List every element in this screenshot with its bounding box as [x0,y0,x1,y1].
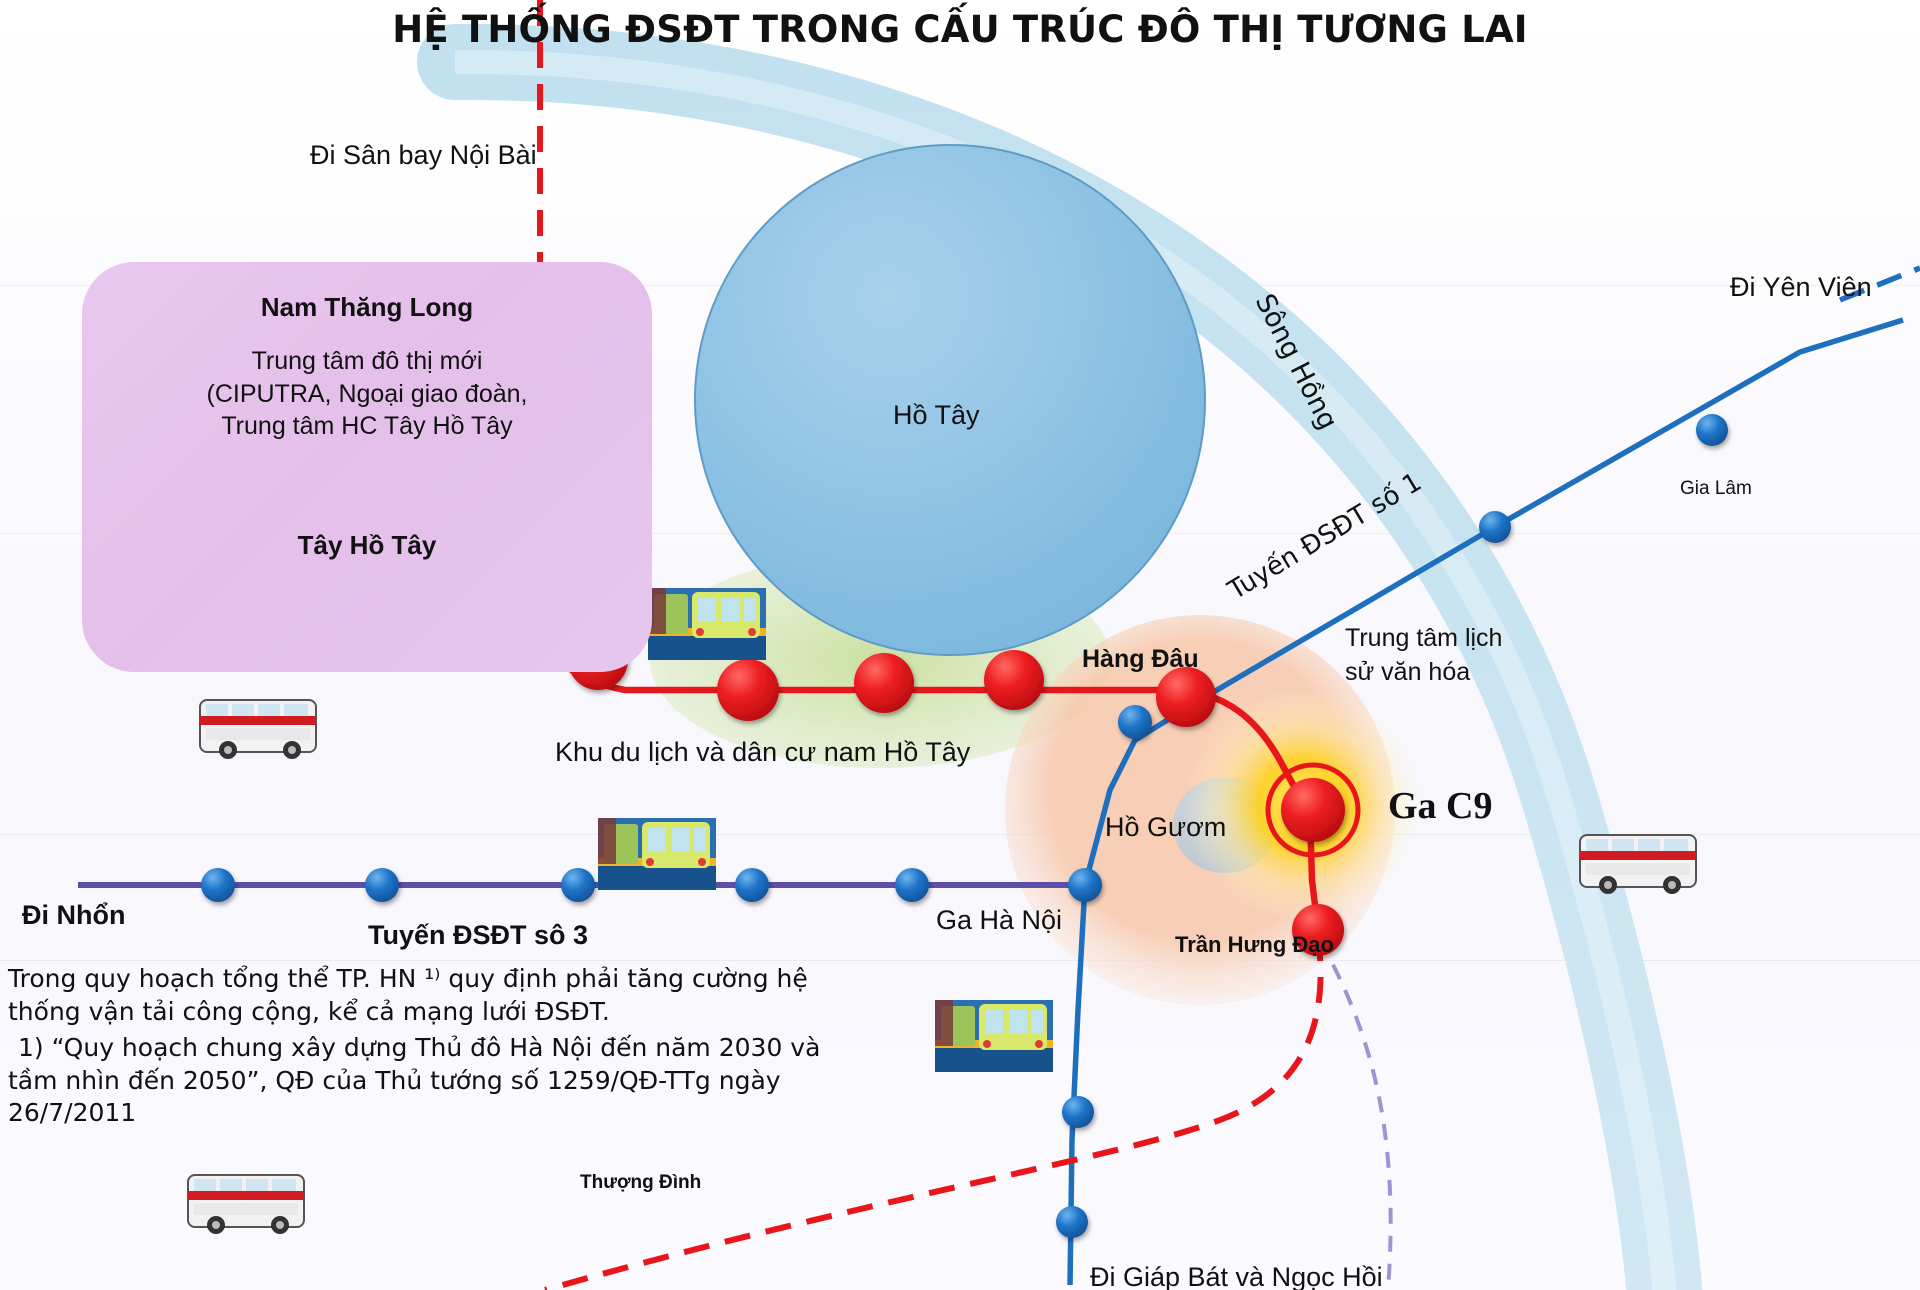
label-historic-center-line2: sử văn hóa [1345,658,1471,686]
label-ga-c9: Ga C9 [1388,785,1493,827]
label-line-3: Tuyến ĐSĐT sô 3 [368,920,589,950]
ga-c9-ring [1265,762,1361,858]
line-1-stations [1056,414,1728,1238]
station-ga-c9 [1281,778,1345,842]
bus-icon [199,699,317,759]
label-tourism-zone: Khu du lịch và dân cư nam Hồ Tây [555,737,971,767]
west-lake-shape [694,144,1206,656]
label-hang-dau: Hàng Đâu [1082,645,1199,673]
station-red-7 [984,650,1044,710]
station-tran-hung-dao [1292,904,1344,956]
station-ga-ha-noi [1068,868,1102,902]
metro-train-icon [935,1000,1053,1072]
label-yen-vien-direction: Đi Yên Viên [1730,272,1872,302]
label-tran-hung-dao: Trần Hưng Đạo [1175,932,1334,957]
label-thuong-dinh: Thượng Đình [580,1172,702,1193]
footnote-line-2: thống vận tải công cộng, kể cả mạng lưới… [8,996,610,1026]
label-hoan-kiem-lake: Hồ Gươm [1105,812,1227,842]
panel-body-line-2: (CIPUTRA, Ngoại giao đoàn, [206,379,528,408]
panel-body-line-1: Trung tâm đô thị mới [251,347,483,375]
line-2-dashed-south [544,934,1324,1290]
label-ga-ha-noi: Ga Hà Nội [936,905,1063,935]
line-1-dashed-extension [1838,265,1920,303]
scan-line [0,834,1920,835]
station-blue-3 [1062,1096,1094,1128]
panel-heading: Nam Thăng Long [260,292,474,322]
footnote-line-4: tầm nhìn đến 2050”, QĐ của Thủ tướng số … [8,1065,781,1095]
label-airport-direction: Đi Sân bay Nội Bài [310,140,537,170]
footnote-block: Trong quy hoạch tổng thể TP. HN ¹⁾ quy đ… [8,963,848,1130]
station-blue-4 [1056,1206,1088,1238]
label-west-lake: Hồ Tây [893,400,980,430]
station-blue-2 [1118,705,1152,739]
station-l3-1 [201,868,235,902]
station-blue-1 [1479,511,1511,543]
station-l3-2 [365,868,399,902]
metro-train-icon [648,588,766,660]
station-red-6 [854,653,914,713]
station-l3-3 [561,868,595,902]
station-label-tay-ho-tay: Tây Hồ Tây [297,530,437,560]
label-historic-center-line1: Trung tâm lịch [1345,624,1503,652]
label-giap-bat-direction: Đi Giáp Bát và Ngọc Hồi [1090,1262,1383,1290]
footnote-line-3: 1) “Quy hoạch chung xây dựng Thủ đô Hà N… [18,1033,821,1062]
bus-icon [1579,834,1697,894]
scan-line [0,960,1920,961]
station-hang-dau [1156,667,1216,727]
line-2-violet-branch [1318,939,1393,1290]
nam-thang-long-panel-text: Nam Thăng Long Trung tâm đô thị mới (CIP… [92,268,642,443]
metro-train-icon [598,818,716,890]
page-title: HỆ THỐNG ĐSĐT TRONG CẤU TRÚC ĐÔ THỊ TƯƠN… [392,8,1528,51]
line-1-track [1067,265,1920,1286]
label-nhon-direction: Đi Nhổn [22,900,126,930]
station-red-5 [717,659,779,721]
footnote-line-5: 26/7/2011 [8,1098,137,1127]
footnote-line-1: Trong quy hoạch tổng thể TP. HN ¹⁾ quy đ… [8,964,808,993]
station-l3-5 [895,868,929,902]
nam-thang-long-panel [82,262,652,672]
bus-icon [187,1174,305,1234]
line-3-stations [201,868,1102,902]
station-gia-lam [1696,414,1728,446]
panel-body-line-3: Trung tâm HC Tây Hồ Tây [221,412,513,440]
red-river-band [417,23,1703,1290]
label-gia-lam: Gia Lâm [1680,478,1752,499]
station-l3-4 [735,868,769,902]
